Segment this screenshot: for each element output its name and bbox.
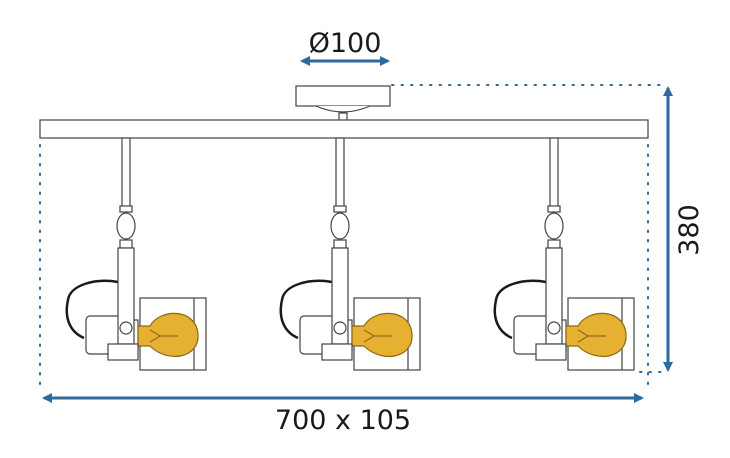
height-dimension: 380 [663, 86, 705, 372]
power-cable [65, 279, 119, 340]
bulb-filament [577, 329, 606, 343]
light-bulb [351, 312, 413, 358]
ceiling-canopy [295, 85, 391, 122]
knuckle-joint [116, 212, 136, 240]
height-label: 380 [674, 204, 705, 256]
stem-collar [333, 205, 347, 213]
front-rim [321, 343, 353, 361]
pivot-screw [119, 321, 133, 335]
canopy-diameter-dimension: Ø100 [300, 28, 390, 66]
lower-collar [547, 239, 561, 249]
upper-stem [121, 137, 131, 209]
light-bulb [137, 312, 199, 358]
mounting-bar [39, 119, 649, 139]
lower-collar [119, 239, 133, 249]
canopy-dome [315, 105, 371, 113]
lower-collar [333, 239, 347, 249]
knuckle-joint [330, 212, 350, 240]
power-cable [279, 279, 333, 340]
bulb-filament [149, 329, 178, 343]
spotlight-center [279, 137, 421, 371]
pivot-screw [547, 321, 561, 335]
pivot-screw [333, 321, 347, 335]
width-label: 700 x 105 [275, 405, 411, 436]
spotlight-right [493, 137, 635, 371]
light-bulb [565, 312, 627, 358]
knuckle-joint [544, 212, 564, 240]
stem-collar [119, 205, 133, 213]
power-cable [493, 279, 547, 340]
dotted-guides [39, 84, 666, 393]
spotlight-left [65, 137, 207, 371]
bulb-filament [363, 329, 392, 343]
front-rim [107, 343, 139, 361]
front-rim [535, 343, 567, 361]
canopy-plate [295, 85, 391, 107]
width-dimension: 700 x 105 [42, 393, 644, 436]
stem-collar [547, 205, 561, 213]
canopy-diameter-label: Ø100 [309, 28, 382, 59]
upper-stem [549, 137, 559, 209]
upper-stem [335, 137, 345, 209]
spotlights-group [65, 137, 635, 371]
